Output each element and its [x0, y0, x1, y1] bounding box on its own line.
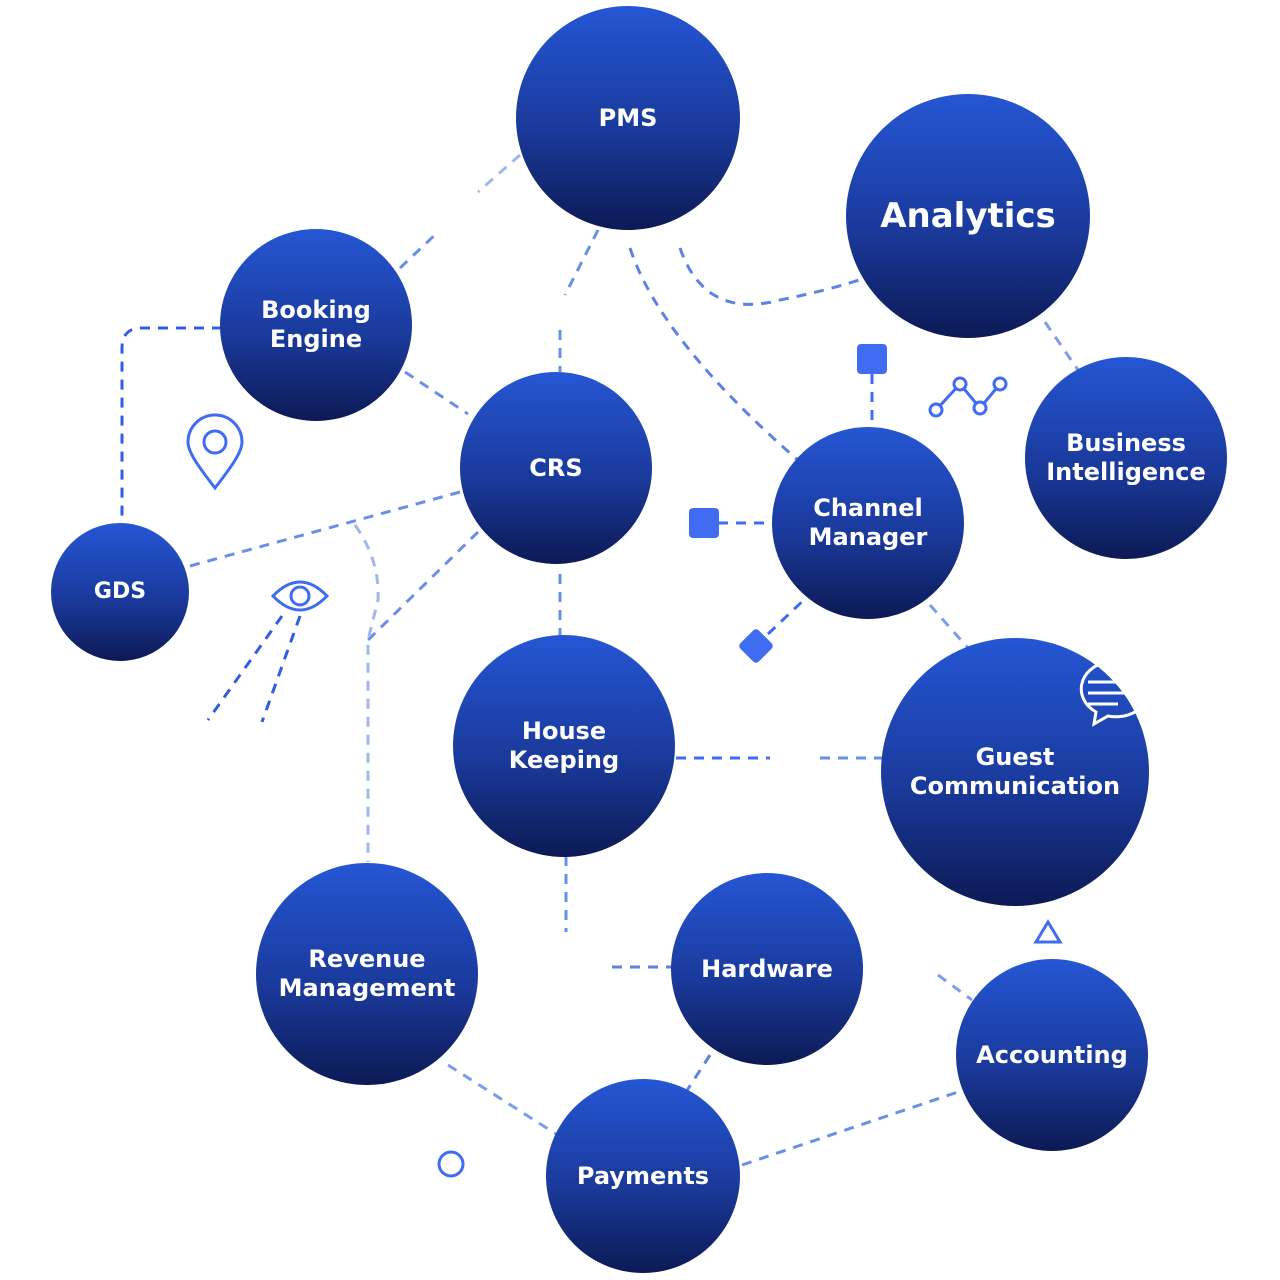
node-business-intelligence-label: Business Intelligence	[1046, 429, 1206, 486]
node-crs-circle	[460, 372, 652, 564]
connector-channel-guest	[928, 604, 970, 649]
node-accounting-label: Accounting	[976, 1040, 1128, 1069]
connector-gds-crs	[189, 490, 461, 568]
node-analytics[interactable]: Analytics	[846, 94, 1090, 338]
node-accounting-circle	[956, 959, 1148, 1151]
node-booking-circle	[220, 229, 412, 421]
node-house-circle	[453, 635, 675, 857]
node-revenue-management[interactable]: Revenue Management	[256, 863, 478, 1085]
node-channel-manager-label: Channel Manager	[808, 494, 928, 551]
node-gds-label: GDS	[93, 578, 147, 604]
node-crs-label: CRS	[529, 453, 583, 482]
node-business-intelligence[interactable]: Business Intelligence	[1025, 357, 1227, 559]
triangle-icon	[1033, 919, 1063, 944]
node-channel-manager[interactable]: Channel Manager	[772, 427, 964, 619]
circle-icon	[437, 1150, 465, 1178]
node-house-keeping-label: House Keeping	[508, 717, 620, 774]
connector-pms-left	[477, 153, 521, 194]
connector-lines	[120, 153, 1080, 1167]
node-analytics-circle	[846, 94, 1090, 338]
connector-booking-crs	[404, 370, 469, 416]
node-guest-communication-label: Guest Communication	[909, 743, 1121, 800]
connector-hardware-accounting	[937, 973, 973, 1002]
eye-icon	[270, 580, 330, 612]
node-house-keeping[interactable]: House Keeping	[453, 635, 675, 857]
connector-pms-channel	[628, 247, 801, 464]
node-booking-engine-label: Booking Engine	[261, 296, 371, 353]
connector-crs-lowerleft	[366, 530, 480, 642]
trend-line-icon	[928, 376, 1008, 418]
node-payments-circle	[546, 1079, 740, 1273]
connector-channel-diamond	[766, 594, 810, 636]
node-payments[interactable]: Payments	[546, 1079, 740, 1273]
node-payments-label: Payments	[576, 1161, 710, 1190]
node-pms-circle	[516, 6, 740, 230]
node-gds-circle	[51, 523, 189, 661]
node-accounting[interactable]: Accounting	[956, 959, 1148, 1151]
location-pin-icon	[186, 413, 244, 491]
node-pms-label: PMS	[598, 103, 658, 132]
node-analytics-label: Analytics	[880, 195, 1056, 236]
eye-ray-right	[260, 615, 302, 723]
node-pms[interactable]: PMS	[516, 6, 740, 230]
connector-booking-gds	[120, 326, 222, 520]
connector-pms-crs-upper	[563, 229, 600, 296]
square-icon	[857, 344, 887, 374]
node-booking-engine[interactable]: Booking Engine	[220, 229, 412, 421]
node-bi-circle	[1025, 357, 1227, 559]
node-guest-communication[interactable]: Guest Communication	[881, 638, 1149, 906]
node-guest-circle	[881, 638, 1149, 906]
node-revenue-circle	[256, 863, 478, 1085]
node-hardware-label: Hardware	[701, 954, 833, 983]
square-icon	[689, 508, 719, 538]
node-crs[interactable]: CRS	[460, 372, 652, 564]
connector-hardware-payments	[684, 1054, 712, 1093]
connector-revenue-payments	[447, 1063, 557, 1136]
node-gds[interactable]: GDS	[51, 523, 189, 661]
nodes	[51, 6, 1227, 1273]
eye-ray-left	[206, 615, 284, 721]
node-hardware-circle	[671, 873, 863, 1065]
diamond-icon	[739, 629, 773, 663]
node-hardware[interactable]: Hardware	[671, 873, 863, 1065]
connector-pms-analytics	[678, 247, 866, 306]
connector-booking-pms	[398, 230, 440, 270]
chat-bubble-icon	[1079, 659, 1152, 727]
connector-payments-accounting	[741, 1090, 959, 1167]
connector-analytics-bi	[1043, 321, 1080, 371]
connector-crs-revenue	[353, 524, 380, 862]
node-revenue-management-label: Revenue Management	[278, 945, 456, 1002]
node-channel-circle	[772, 427, 964, 619]
